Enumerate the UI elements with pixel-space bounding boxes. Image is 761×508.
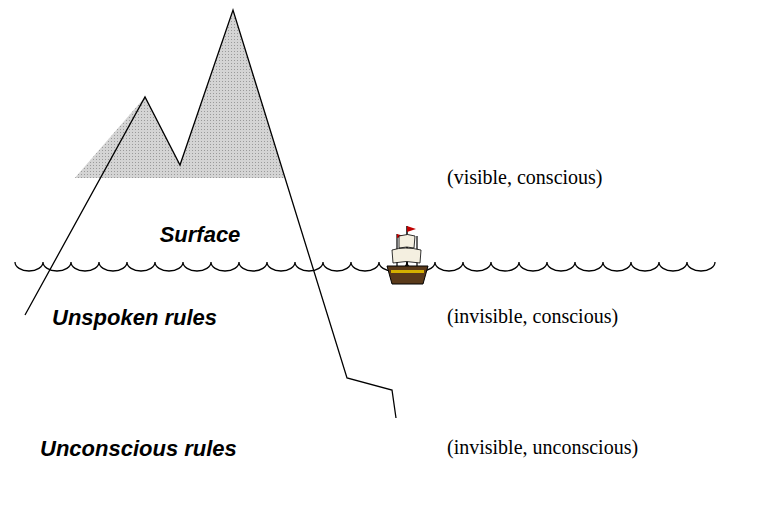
ship-icon [387,226,428,284]
layer-note: (invisible, conscious) [447,305,618,328]
layer-label: Unconscious rules [40,436,237,462]
layer-note: (visible, conscious) [447,166,603,189]
layer-label: Surface [160,222,241,248]
layer-note: (invisible, unconscious) [447,436,638,459]
iceberg-shading [60,10,290,178]
water-line [15,262,715,271]
layer-label: Unspoken rules [52,305,217,331]
iceberg-outline [25,10,396,418]
